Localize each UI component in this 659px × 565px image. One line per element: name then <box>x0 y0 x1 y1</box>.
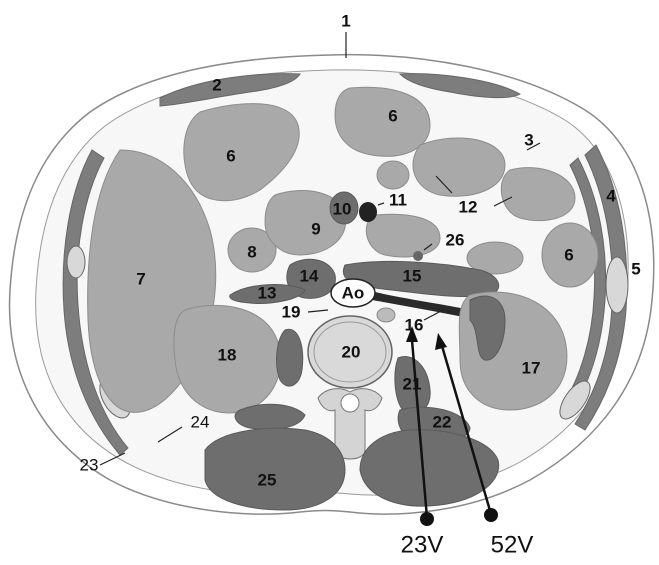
label-26: 26 <box>446 230 465 249</box>
label-8: 8 <box>247 242 256 261</box>
rib-left-upper <box>606 257 628 313</box>
label-9: 9 <box>311 219 320 238</box>
label-17: 17 <box>522 358 541 377</box>
label-11: 11 <box>389 190 407 209</box>
small-vessel-26 <box>413 251 423 261</box>
crus-left <box>377 308 395 322</box>
small-bowel-loop-b <box>413 138 505 196</box>
needle-label-52v: 52V <box>491 531 534 558</box>
label-19: 19 <box>282 302 301 321</box>
label-24: 24 <box>191 412 210 431</box>
rib-right-upper <box>67 246 85 278</box>
psoas-muscle-right <box>277 329 303 386</box>
label-20: 20 <box>342 342 361 361</box>
label-10: 10 <box>333 199 352 218</box>
label-6-right: 6 <box>226 146 235 165</box>
paraspinal-muscle-right <box>205 428 345 510</box>
label-aorta: Ao <box>342 283 365 302</box>
label-7: 7 <box>136 269 145 288</box>
label-1: 1 <box>341 11 350 30</box>
label-22: 22 <box>433 412 452 431</box>
label-6-top: 6 <box>388 106 397 125</box>
label-14: 14 <box>300 266 319 285</box>
label-12: 12 <box>459 197 478 216</box>
label-6-left: 6 <box>564 245 573 264</box>
label-5: 5 <box>631 259 640 278</box>
label-13: 13 <box>258 283 277 302</box>
spinal-canal <box>341 394 359 412</box>
needle-52v-hub <box>484 508 498 522</box>
label-18: 18 <box>218 345 237 364</box>
label-25: 25 <box>258 470 277 489</box>
needle-label-23v: 23V <box>401 531 444 558</box>
small-bowel-loop-a <box>377 161 409 189</box>
needle-23v-hub <box>420 512 434 526</box>
label-21: 21 <box>403 374 422 393</box>
label-15: 15 <box>403 266 422 285</box>
label-23: 23 <box>80 455 99 474</box>
label-3: 3 <box>524 130 533 149</box>
label-16: 16 <box>405 315 424 334</box>
label-2: 2 <box>212 75 221 94</box>
superior-mesenteric-vessel <box>359 202 377 222</box>
label-4: 4 <box>606 186 616 205</box>
